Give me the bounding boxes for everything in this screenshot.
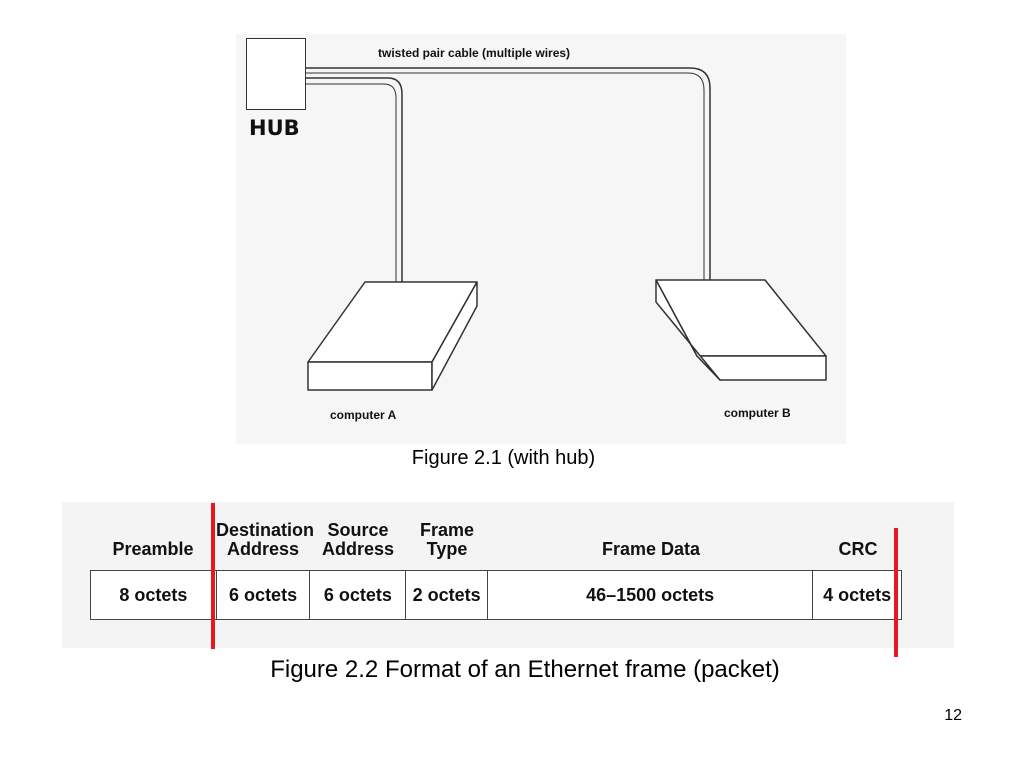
- cable-to-computer-a: [306, 77, 403, 282]
- computer-b-label: computer B: [724, 406, 791, 420]
- figure-2-caption: Figure 2.2 Format of an Ethernet frame (…: [270, 656, 780, 683]
- frame-field-header-line: Frame: [419, 520, 475, 540]
- frame-field-header: CRC: [814, 540, 902, 559]
- red-marker-left: [211, 503, 215, 649]
- cable-to-computer-b-inner: [306, 72, 705, 280]
- frame-field-header-line: Frame Data: [601, 539, 701, 559]
- frame-field-header-line: Type: [426, 539, 468, 559]
- frame-field-header: Frame Data: [488, 540, 814, 559]
- page-number: 12: [944, 707, 962, 724]
- hub-box: [246, 38, 306, 110]
- frame-field-header-line: CRC: [838, 539, 878, 559]
- cable-label: twisted pair cable (multiple wires): [378, 46, 571, 60]
- frame-field-header-line: Address: [321, 539, 395, 559]
- frame-field-header-line: Address: [226, 539, 300, 559]
- computer-b-icon: [655, 279, 827, 381]
- cable-to-computer-a-inner: [306, 83, 397, 284]
- frame-field-size: 6 octets: [217, 571, 311, 619]
- frame-field-size: 8 octets: [91, 571, 217, 619]
- computer-a-label: computer A: [330, 408, 397, 422]
- frame-field-size: 4 octets: [823, 584, 892, 605]
- frame-field-size: 2 octets: [406, 571, 489, 619]
- hub-label: HUB: [249, 116, 300, 140]
- frame-field-size: 46–1500 octets: [488, 571, 814, 619]
- frame-field-header-line: Source: [327, 520, 389, 540]
- computer-a-icon: [307, 281, 478, 391]
- red-marker-right: [894, 528, 898, 657]
- figure-1-caption: Figure 2.1 (with hub): [411, 447, 596, 469]
- frame-field-size: 6 octets: [310, 571, 407, 619]
- frame-field-header: Preamble: [90, 540, 216, 559]
- frame-field-header-line: Destination: [216, 520, 315, 540]
- cable-to-computer-b: [306, 67, 711, 280]
- frame-field-header-line: Preamble: [112, 539, 194, 559]
